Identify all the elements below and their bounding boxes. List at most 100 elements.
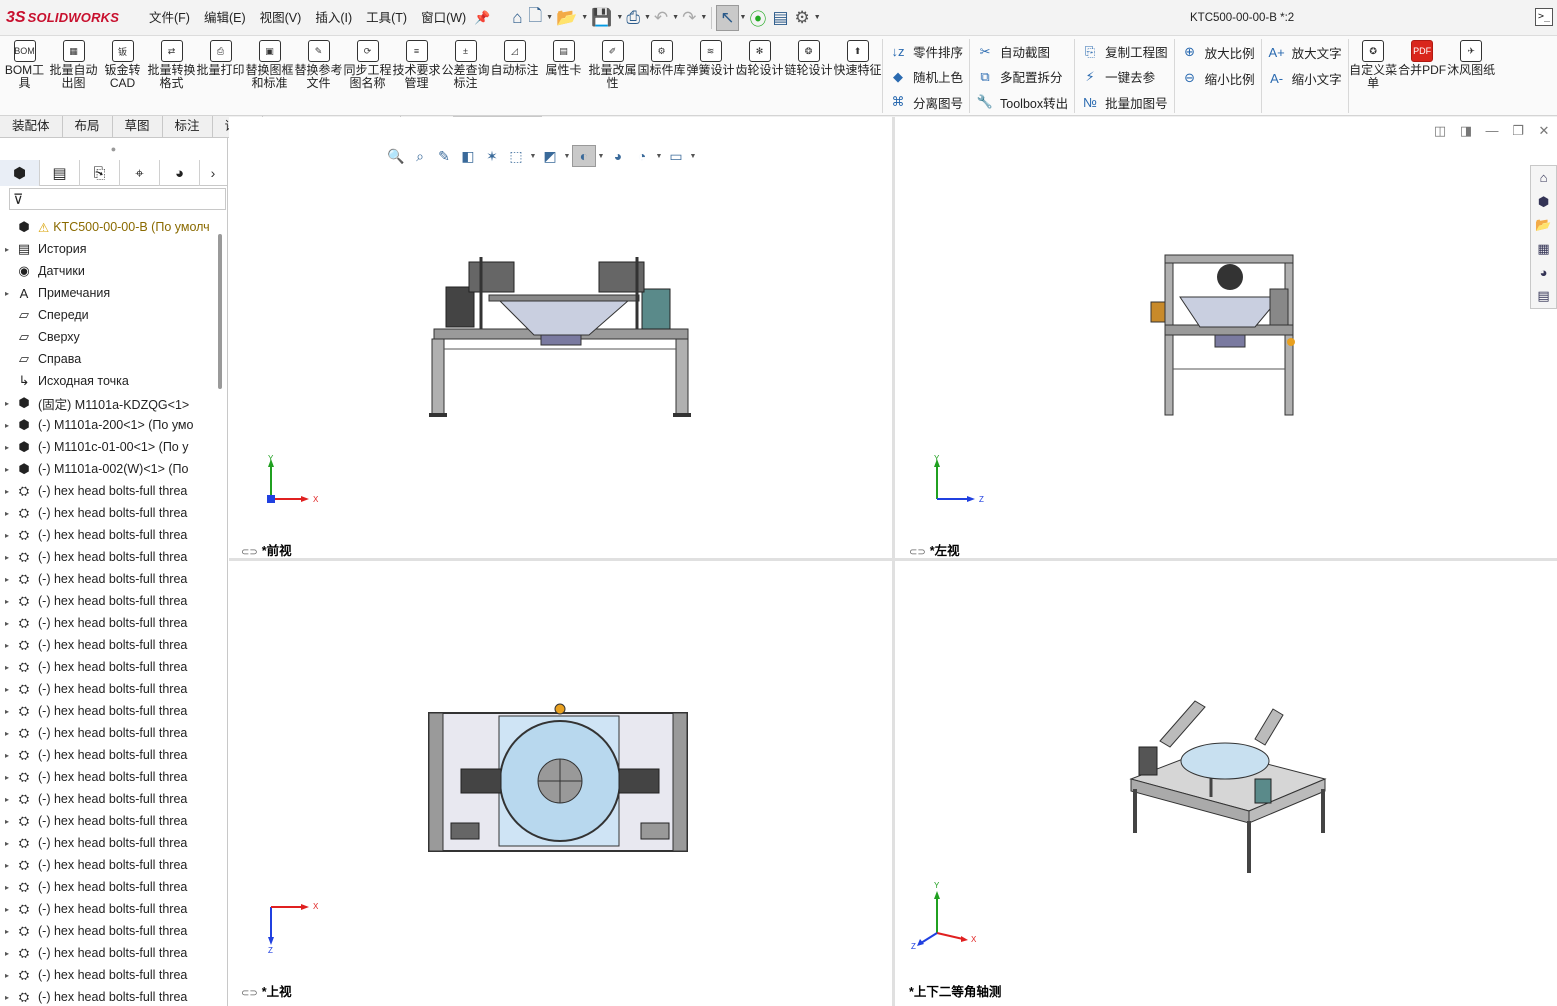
expand-arrow-icon[interactable]: ▸ — [4, 618, 9, 628]
menu-view[interactable]: 视图(V) — [259, 10, 302, 25]
menu-insert[interactable]: 插入(I) — [315, 10, 353, 25]
tree-item[interactable]: ▸⛭(-) hex head bolts-full threa — [0, 502, 218, 524]
tree-item[interactable]: ▸⛭(-) hex head bolts-full threa — [0, 722, 218, 744]
replace-frame-button[interactable]: ▣替换图框和标准 — [245, 36, 294, 115]
enlarge-text-button[interactable]: A+放大文字 — [1262, 39, 1348, 65]
tree-scrollbar[interactable] — [218, 234, 222, 389]
open-folder-icon[interactable]: 📂 — [556, 7, 578, 27]
view-orientation-icon[interactable]: ⬚ — [509, 147, 523, 164]
dynamic-annotation-icon[interactable]: ✶ — [486, 147, 498, 164]
tolerance-query-button[interactable]: ±公差查询标注 — [441, 36, 490, 115]
file-properties-icon[interactable]: ▤ — [772, 7, 789, 27]
restore-icon[interactable]: ❐ — [1512, 123, 1524, 138]
toolbox-convert-button[interactable]: 🔧Toolbox转出 — [970, 90, 1074, 115]
tree-item[interactable]: ▸⬢(-) M1101c-01-00<1> (По у — [0, 436, 218, 458]
file-explorer-icon[interactable]: 📂 — [1535, 217, 1552, 233]
chevron-down-icon[interactable]: ▼ — [563, 152, 571, 160]
print-icon[interactable]: ⎙ — [626, 7, 640, 27]
expand-arrow-icon[interactable]: ▸ — [4, 992, 9, 1002]
chevron-down-icon[interactable]: ▼ — [643, 14, 651, 21]
remove-params-button[interactable]: ⚡一键去参 — [1075, 64, 1174, 89]
expand-arrow-icon[interactable]: ▸ — [4, 596, 9, 606]
tree-item[interactable]: ▸⛭(-) hex head bolts-full threa — [0, 744, 218, 766]
tile-right-icon[interactable]: ◨ — [1459, 123, 1473, 138]
expand-arrow-icon[interactable]: ▸ — [4, 948, 9, 958]
appearances-icon[interactable]: ◕ — [1539, 265, 1548, 281]
property-manager-tab-icon[interactable]: ▤ — [40, 160, 80, 186]
chevron-down-icon[interactable]: ▼ — [581, 14, 589, 21]
tree-item[interactable]: ▸⛭(-) hex head bolts-full threa — [0, 612, 218, 634]
tab-0[interactable]: 装配体 — [0, 116, 63, 138]
quick-feature-button[interactable]: ⬆快速特征 — [833, 36, 882, 115]
save-icon[interactable]: 💾 — [591, 7, 613, 27]
sheetmetal-to-cad-button[interactable]: 钣钣金转CAD — [98, 36, 147, 115]
tree-item[interactable]: ▸⬢(固定) M1101a-KDZQG<1> — [0, 392, 218, 414]
tree-item[interactable]: ▱Спереди — [0, 304, 218, 326]
tree-item[interactable]: ▸⛭(-) hex head bolts-full threa — [0, 590, 218, 612]
expand-arrow-icon[interactable]: ▸ — [4, 750, 9, 760]
undo-icon[interactable]: ↶ — [653, 7, 669, 27]
tree-item[interactable]: ▸⛭(-) hex head bolts-full threa — [0, 964, 218, 986]
configuration-manager-tab-icon[interactable]: ⎘ — [80, 160, 120, 186]
tree-root-assembly[interactable]: ⬢⚠KTC500-00-00-B (По умолч — [0, 216, 218, 238]
tree-item[interactable]: ▸⛭(-) hex head bolts-full threa — [0, 920, 218, 942]
view-settings-icon[interactable]: ▭ — [669, 147, 683, 164]
chevron-down-icon[interactable]: ▼ — [616, 14, 624, 21]
tree-item[interactable]: ▸⛭(-) hex head bolts-full threa — [0, 480, 218, 502]
chevron-down-icon[interactable]: ▼ — [672, 14, 680, 21]
section-view-icon[interactable]: ◧ — [461, 147, 475, 164]
tab-2[interactable]: 草图 — [113, 116, 163, 138]
separate-balloon-button[interactable]: ⌘分离图号 — [883, 90, 969, 115]
chevron-down-icon[interactable]: ▼ — [700, 14, 708, 21]
auto-screenshot-button[interactable]: ✂自动截图 — [970, 39, 1074, 64]
batch-edit-property-button[interactable]: ✐批量改属性 — [588, 36, 637, 115]
expand-arrow-icon[interactable]: ▸ — [4, 530, 9, 540]
redo-icon[interactable]: ↷ — [682, 7, 697, 27]
standard-parts-lib-button[interactable]: ⚙国标件库 — [637, 36, 686, 115]
batch-auto-drawing-button[interactable]: ▦批量自动出图 — [49, 36, 98, 115]
tree-item[interactable]: ▸⛭(-) hex head bolts-full threa — [0, 656, 218, 678]
new-document-icon[interactable]: 🗋 — [528, 6, 543, 25]
auto-dimension-button[interactable]: ◿自动标注 — [490, 36, 539, 115]
solidworks-resources-icon[interactable]: ⌂ — [1539, 170, 1548, 186]
expand-arrow-icon[interactable]: ▸ — [4, 926, 9, 936]
custom-menu-button[interactable]: ✪自定义菜单 — [1349, 36, 1398, 115]
expand-arrow-icon[interactable]: ▸ — [4, 288, 9, 298]
tech-req-manage-button[interactable]: ≡技术要求管理 — [392, 36, 441, 115]
hide-show-items-icon[interactable]: ◐ — [572, 145, 596, 167]
zoom-out-scale-button[interactable]: ⊖缩小比例 — [1175, 65, 1261, 91]
tree-item[interactable]: ▸⛭(-) hex head bolts-full threa — [0, 524, 218, 546]
property-card-button[interactable]: ▤属性卡 — [539, 36, 588, 115]
zoom-to-fit-icon[interactable]: 🔍 — [387, 147, 405, 164]
expand-arrow-icon[interactable]: ▸ — [4, 904, 9, 914]
tree-item[interactable]: ▱Сверху — [0, 326, 218, 348]
shrink-text-button[interactable]: A-缩小文字 — [1262, 65, 1348, 91]
random-color-button[interactable]: ◆随机上色 — [883, 64, 969, 89]
chevron-down-icon[interactable]: ▼ — [689, 152, 697, 160]
select-pointer-icon[interactable]: ↖ — [716, 4, 739, 31]
menu-file[interactable]: 文件(F) — [149, 10, 190, 25]
sprocket-design-button[interactable]: ❂链轮设计 — [784, 36, 833, 115]
tree-item[interactable]: ▸⛭(-) hex head bolts-full threa — [0, 810, 218, 832]
tree-item[interactable]: ▸⛭(-) hex head bolts-full threa — [0, 634, 218, 656]
feature-manager-tab-icon[interactable]: ⬢ — [0, 160, 40, 186]
edit-appearance-icon[interactable]: ◕ — [613, 148, 623, 164]
viewport-front[interactable]: Y X ⊂⊃*前视 🔍 ⌕ ✎ ◧ ✶ ⬚▼ ◩▼ ◐▼ ◕ ◔▼ ▭▼ — [229, 117, 892, 558]
view-palette-icon[interactable]: ▦ — [1537, 240, 1550, 256]
expand-arrow-icon[interactable]: ▸ — [4, 772, 9, 782]
expand-arrow-icon[interactable]: ▸ — [4, 882, 9, 892]
home-icon[interactable]: ⌂ — [512, 7, 523, 27]
expand-arrow-icon[interactable]: ▸ — [4, 816, 9, 826]
solidworks-logo[interactable]: 3S SOLIDWORKS — [0, 0, 130, 36]
expand-arrow-icon[interactable]: ▸ — [4, 244, 9, 254]
tree-item[interactable]: ▸⬢(-) M1101a-002(W)<1> (По — [0, 458, 218, 480]
viewport-isometric[interactable]: Y X Z *上下二等角轴测 — [895, 561, 1557, 1006]
pin-icon[interactable]: 📌 — [474, 9, 491, 25]
close-icon[interactable]: ✕ — [1538, 123, 1550, 138]
tree-filter-input[interactable]: ⊽ — [9, 188, 226, 210]
tree-item[interactable]: ↳Исходная точка — [0, 370, 218, 392]
chevron-down-icon[interactable]: ▼ — [655, 152, 663, 160]
